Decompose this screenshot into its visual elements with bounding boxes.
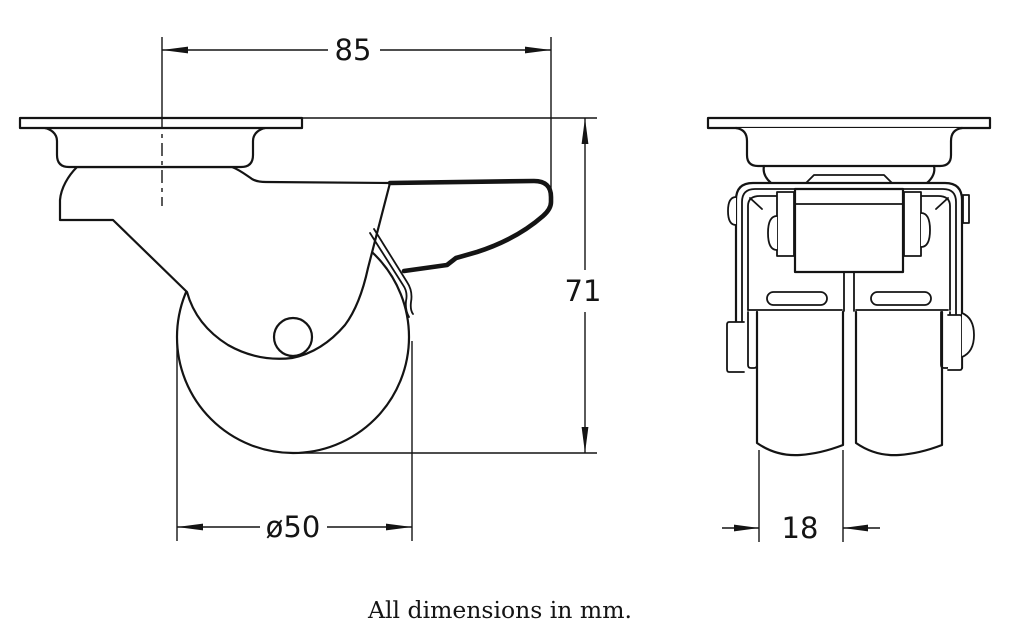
- clip-left-bump: [767, 215, 778, 251]
- dim71-label: 71: [565, 274, 602, 308]
- leg-face-left: [747, 311, 758, 369]
- mounting-plate: [18, 116, 304, 130]
- caption: All dimensions in mm.: [367, 596, 632, 624]
- dim71-arrow-top: [581, 118, 589, 144]
- dim85-label: 85: [335, 33, 372, 67]
- dimension-wheel-width: 18: [722, 450, 880, 545]
- axle-tab-right: [947, 314, 963, 371]
- axle-tab-left: [726, 321, 745, 373]
- clip-left: [776, 191, 795, 257]
- dim50-arrow-left: [177, 523, 203, 531]
- front-mounting-plate: [706, 116, 992, 130]
- side-tab-upper-right: [962, 194, 970, 224]
- axle-bump-right: [961, 312, 975, 358]
- swivel-housing: [43, 126, 267, 169]
- dim71-arrow-bottom: [581, 427, 589, 453]
- slot-left: [766, 291, 828, 306]
- brake-lever: [387, 178, 554, 274]
- dimension-wheel-diameter: ø50: [176, 341, 413, 544]
- brake-arm: [369, 228, 414, 318]
- dim18-label: 18: [782, 511, 819, 545]
- brake-housing-dome: [805, 174, 893, 184]
- dim18-arrow-left: [734, 524, 759, 532]
- center-stem: [843, 271, 855, 312]
- fork-plate-right: [920, 195, 951, 311]
- fork: [58, 165, 392, 360]
- hub-hole: [272, 316, 314, 358]
- dim85-arrow-right: [525, 46, 551, 54]
- slot-right: [870, 291, 932, 306]
- side-tab-upper-left: [727, 196, 737, 226]
- dim50-label: ø50: [266, 510, 321, 544]
- fork-plate-left: [747, 195, 778, 311]
- wheel-right: [854, 310, 944, 457]
- dimension-overall-length: 85: [161, 33, 552, 199]
- side-view: [18, 116, 554, 455]
- front-swivel-housing: [734, 126, 964, 168]
- neck-right: [925, 164, 936, 185]
- front-view: [706, 116, 992, 457]
- clip-right: [903, 191, 922, 257]
- dim50-arrow-right: [386, 523, 412, 531]
- brake-box: [793, 187, 905, 274]
- dimension-overall-height: 71: [298, 117, 602, 454]
- neck-left: [762, 164, 773, 185]
- dim85-arrow-left: [162, 46, 188, 54]
- wheel-left: [755, 310, 845, 457]
- clip-right-bump: [920, 212, 931, 248]
- dim18-arrow-right: [843, 524, 868, 532]
